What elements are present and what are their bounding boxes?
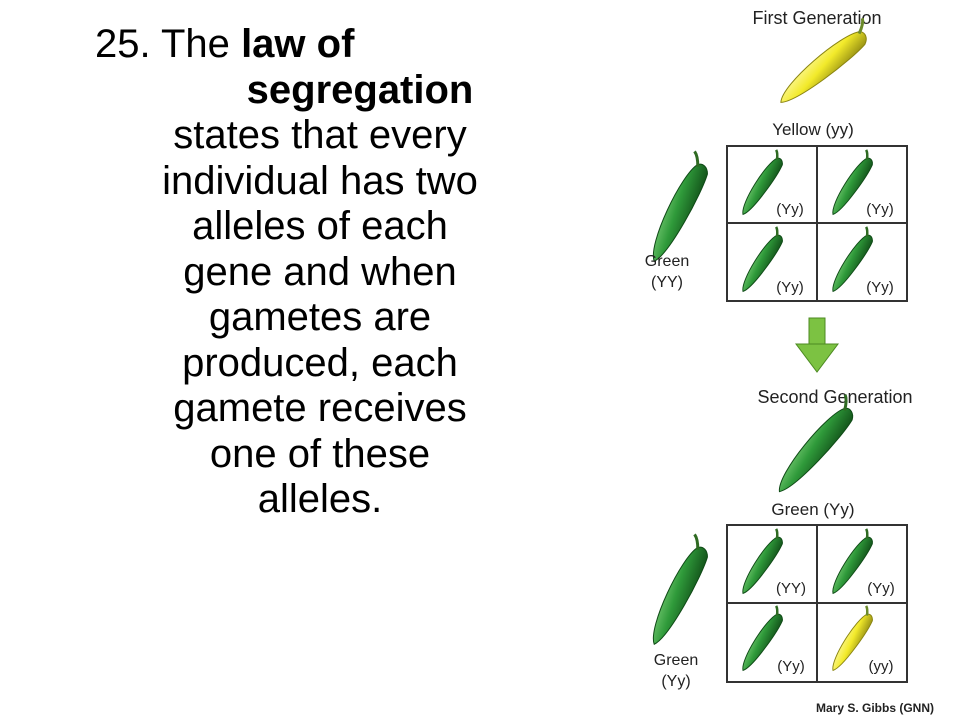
- green-parent-pod-2: [652, 533, 708, 646]
- text-line-1: 25. The law of: [95, 22, 545, 68]
- text-line-6: gene and when: [183, 249, 457, 294]
- green-parent-pod-top: [778, 394, 854, 493]
- text-line-11: alleles.: [257, 477, 383, 521]
- text-line-10: one of these: [209, 431, 431, 476]
- grid2-cell-2-label: (Yy): [867, 580, 895, 597]
- grid2-cell-3-label: (Yy): [777, 658, 805, 675]
- text-line-9: gamete receives: [173, 386, 467, 430]
- left-parent-label-1a: Green: [645, 253, 689, 270]
- term-bold-1: law of: [241, 22, 355, 66]
- left-parent-label-2a: Green: [654, 652, 698, 669]
- grid1-cell-2-pod: [832, 149, 873, 216]
- text-intro: The: [161, 22, 230, 66]
- grid1-cell-3-label: (Yy): [776, 279, 804, 296]
- top-parent-label-2: Green (Yy): [771, 500, 854, 519]
- grid1-cell-2-label: (Yy): [866, 201, 894, 218]
- grid1-cell-4-pod: [832, 226, 873, 293]
- slide-text: 25. The law of segregation states that e…: [95, 22, 545, 523]
- text-line-3: states that every: [173, 113, 467, 157]
- grid2-cell-1-label: (YY): [776, 580, 806, 597]
- text-line-7: gametes are: [208, 295, 432, 339]
- grid2-cell-3-pod: [742, 605, 783, 672]
- grid2-cell-2-pod: [832, 528, 873, 595]
- grid1-cell-1-label: (Yy): [776, 201, 804, 218]
- grid2-cell-4-label: (yy): [869, 658, 894, 675]
- down-arrow-icon: [795, 317, 839, 373]
- yellow-parent-pod: [780, 18, 867, 103]
- top-parent-label-1: Yellow (yy): [772, 120, 854, 139]
- grid2-cell-1-pod: [742, 528, 783, 595]
- text-line-2: segregation: [95, 68, 545, 114]
- grid1-cell-3-pod: [742, 226, 783, 293]
- text-line-4: individual has two: [162, 158, 478, 203]
- grid1-cell-1-pod: [742, 149, 783, 216]
- grid1-cell-4-label: (Yy): [866, 279, 894, 296]
- item-number: 25.: [95, 22, 151, 66]
- text-line-8: produced, each: [182, 340, 458, 385]
- punnett-grid-1: [726, 145, 908, 302]
- green-parent-pod-1: [652, 150, 708, 263]
- left-parent-label-2b: (Yy): [661, 673, 690, 690]
- image-credit: Mary S. Gibbs (GNN): [816, 701, 934, 715]
- text-line-5: alleles of each: [192, 204, 448, 248]
- grid2-cell-4-pod: [832, 605, 873, 672]
- term-bold-2: segregation: [246, 67, 474, 112]
- second-generation-title: Second Generation: [757, 387, 912, 407]
- left-parent-label-1b: (YY): [651, 274, 683, 291]
- first-generation-title: First Generation: [752, 8, 881, 28]
